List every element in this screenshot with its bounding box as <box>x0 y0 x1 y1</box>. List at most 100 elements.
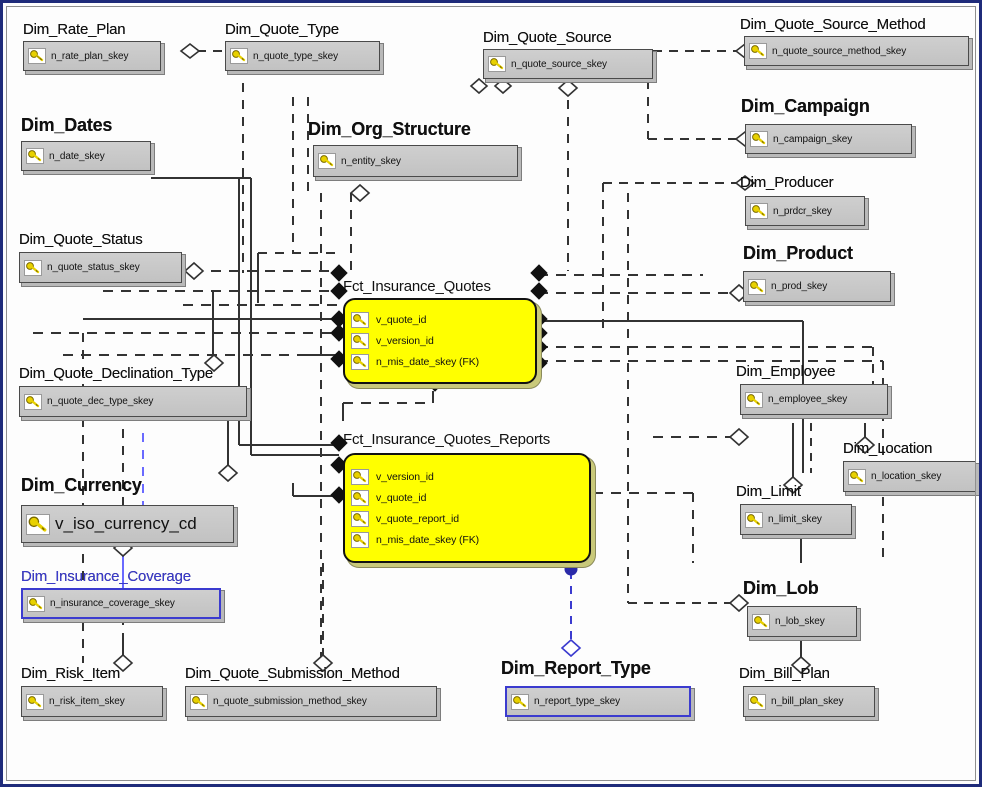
entity-box[interactable]: n_quote_type_skey <box>225 41 380 71</box>
primary-key-icon <box>848 468 866 485</box>
entity-box[interactable]: n_lob_skey <box>747 606 857 637</box>
entity-title: Dim_Currency <box>21 475 142 495</box>
fact-attribute-row: v_version_id <box>351 333 529 349</box>
entity-box[interactable]: n_campaign_skey <box>745 124 912 154</box>
fact-title: Fct_Insurance_Quotes_Reports <box>343 431 551 448</box>
fact-attribute-row: v_quote_id <box>351 312 529 328</box>
fact-attribute-row: v_quote_report_id <box>351 510 583 527</box>
primary-key-icon <box>351 489 369 506</box>
attribute-name: n_risk_item_skey <box>49 696 125 707</box>
primary-key-icon <box>28 48 46 64</box>
entity-box[interactable]: n_prod_skey <box>743 271 891 302</box>
attribute-name: n_employee_skey <box>768 394 848 405</box>
primary-key-icon <box>351 510 369 527</box>
primary-key-icon <box>26 693 44 710</box>
attribute-name: n_quote_source_skey <box>511 58 607 70</box>
entity-box[interactable]: n_quote_status_skey <box>19 252 182 283</box>
entity-box[interactable]: n_report_type_skey <box>505 686 691 717</box>
attribute-name: n_lob_skey <box>775 616 825 627</box>
entity-title: Dim_Insurance_Coverage <box>21 568 191 585</box>
entity-title: Dim_Employee <box>736 363 836 380</box>
primary-key-icon <box>748 278 766 295</box>
entity-box[interactable]: n_bill_plan_skey <box>743 686 875 717</box>
entity-title: Dim_Limit <box>736 483 801 500</box>
attribute-name: n_report_type_skey <box>534 696 621 707</box>
entity-box[interactable]: n_quote_dec_type_skey <box>19 386 247 417</box>
fact-attribute-row: v_quote_id <box>351 489 583 506</box>
entity-title: Dim_Quote_Declination_Type <box>19 365 214 382</box>
entity-box[interactable]: v_iso_currency_cd <box>21 505 234 543</box>
entity-box[interactable]: n_risk_item_skey <box>21 686 163 717</box>
entity-title: Dim_Lob <box>743 578 819 598</box>
entity-box[interactable]: n_entity_skey <box>313 145 518 177</box>
entity-box[interactable]: n_quote_source_method_skey <box>744 36 969 66</box>
primary-key-icon <box>749 43 767 59</box>
attribute-name: n_quote_type_skey <box>253 50 339 62</box>
entity-box[interactable]: n_rate_plan_skey <box>23 41 161 71</box>
primary-key-icon <box>351 468 369 485</box>
entity-title: Dim_Quote_Source <box>483 29 612 46</box>
primary-key-icon <box>24 259 42 276</box>
attribute-name: n_quote_dec_type_skey <box>47 396 154 407</box>
fact-box[interactable]: v_quote_id v_version_id n_mis_date_skey … <box>343 298 537 384</box>
fact-attribute-name: v_quote_id <box>376 491 427 504</box>
attribute-name: n_quote_source_method_skey <box>772 45 907 57</box>
primary-key-icon <box>745 391 763 408</box>
entity-title: Dim_Quote_Type <box>225 21 339 38</box>
entity-title: Dim_Rate_Plan <box>23 21 126 38</box>
primary-key-icon <box>26 513 50 535</box>
fact-attribute-name: n_mis_date_skey (FK) <box>376 533 480 546</box>
attribute-name: n_rate_plan_skey <box>51 50 129 62</box>
attribute-name: n_prod_skey <box>771 281 828 292</box>
fact-attribute-row: n_mis_date_skey (FK) <box>351 531 583 548</box>
attribute-name: n_limit_skey <box>768 514 822 525</box>
primary-key-icon <box>24 393 42 410</box>
entity-box[interactable]: n_quote_submission_method_skey <box>185 686 437 717</box>
primary-key-icon <box>351 333 369 349</box>
entity-title: Dim_Risk_Item <box>21 665 121 682</box>
fact-box[interactable]: v_version_id v_quote_id v_quote_report_i… <box>343 453 591 563</box>
entity-box[interactable]: n_location_skey <box>843 461 976 492</box>
entity-title: Dim_Product <box>743 243 853 263</box>
entity-box[interactable]: n_quote_source_skey <box>483 49 653 79</box>
entity-box[interactable]: n_insurance_coverage_skey <box>21 588 221 619</box>
fact-attribute-name: v_quote_report_id <box>376 512 459 525</box>
primary-key-icon <box>230 48 248 64</box>
entity-title: Dim_Report_Type <box>501 658 651 678</box>
fact-attribute-name: v_version_id <box>376 335 434 347</box>
entity-title: Dim_Quote_Source_Method <box>740 16 926 33</box>
primary-key-icon <box>351 312 369 328</box>
primary-key-icon <box>750 131 768 147</box>
primary-key-icon <box>488 56 506 72</box>
entity-title: Dim_Producer <box>740 174 834 191</box>
attribute-name: n_quote_status_skey <box>47 262 140 273</box>
attribute-name: n_entity_skey <box>341 155 401 167</box>
foreign-key-icon <box>351 354 369 370</box>
primary-key-icon <box>750 203 768 219</box>
attribute-name: v_iso_currency_cd <box>55 514 197 533</box>
entity-title: Dim_Org_Structure <box>308 119 471 139</box>
entity-box[interactable]: n_limit_skey <box>740 504 852 535</box>
entity-title: Dim_Campaign <box>741 96 870 116</box>
entity-title: Dim_Quote_Status <box>19 231 143 248</box>
entity-box[interactable]: n_employee_skey <box>740 384 888 415</box>
attribute-name: n_location_skey <box>871 471 942 482</box>
fact-attribute-name: n_mis_date_skey (FK) <box>376 356 480 368</box>
entity-box[interactable]: n_date_skey <box>21 141 151 171</box>
entity-title: Dim_Bill_Plan <box>739 665 830 682</box>
entity-box[interactable]: n_prdcr_skey <box>745 196 865 226</box>
attribute-name: n_quote_submission_method_skey <box>213 696 367 707</box>
primary-key-icon <box>318 153 336 169</box>
primary-key-icon <box>745 511 763 528</box>
diamond-marker-blue <box>560 638 582 658</box>
fact-attribute-row: v_version_id <box>351 468 583 485</box>
primary-key-icon <box>752 613 770 630</box>
primary-key-icon <box>748 693 766 710</box>
entity-title: Dim_Location <box>843 440 933 457</box>
attribute-name: n_date_skey <box>49 150 105 162</box>
entity-title: Dim_Quote_Submission_Method <box>185 665 400 682</box>
attribute-name: n_prdcr_skey <box>773 205 832 217</box>
fact-attribute-row: n_mis_date_skey (FK) <box>351 354 529 370</box>
diamond-marker <box>179 42 201 60</box>
